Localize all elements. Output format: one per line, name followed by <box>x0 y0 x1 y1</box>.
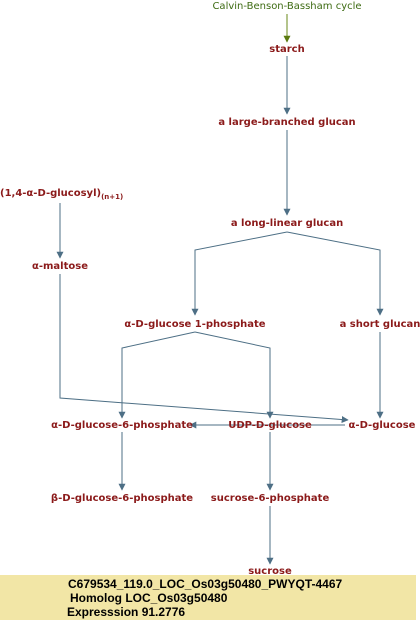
node-large-branched-glucan[interactable]: a large-branched glucan <box>218 117 356 128</box>
source-cycle-label[interactable]: Calvin-Benson-Bassham cycle <box>212 1 362 12</box>
edge-glucose-1p-to-glucose-6p <box>118 331 196 419</box>
node-glucose-1-phosphate[interactable]: α-D-glucose 1-phosphate <box>124 319 266 330</box>
gene-id-line: C679534_119.0_LOC_Os03g50480_PWYQT-4467 <box>68 577 343 591</box>
node-alpha-d-glucose[interactable]: α-D-glucose <box>348 420 416 431</box>
node-beta-glucose-6-phosphate[interactable]: β-D-glucose-6-phosphate <box>50 493 194 504</box>
homolog-line: Homolog LOC_Os03g50480 <box>70 591 228 605</box>
node-alpha-maltose[interactable]: α-maltose <box>31 261 89 272</box>
edge-maltose-to-d-glucose <box>59 274 349 424</box>
pathway-edges <box>56 14 384 565</box>
node-sucrose-6-phosphate[interactable]: sucrose-6-phosphate <box>210 493 330 504</box>
node-glucosyl-label: (1,4-α-D-glucosyl) <box>0 188 102 199</box>
gene-info-panel: C679534_119.0_LOC_Os03g50480_PWYQT-4467 … <box>0 575 416 620</box>
node-glucosyl[interactable]: (1,4-α-D-glucosyl)(n+1) <box>0 188 123 203</box>
node-sucrose[interactable]: sucrose <box>248 566 292 577</box>
node-udp-glucose[interactable]: UDP-D-glucose <box>228 420 312 431</box>
expression-line: Expresssion 91.2776 <box>67 605 186 619</box>
node-starch[interactable]: starch <box>269 44 305 55</box>
edge-long-glucan-to-short-glucan <box>286 231 384 316</box>
node-long-linear-glucan[interactable]: a long-linear glucan <box>230 218 344 229</box>
node-short-glucan[interactable]: a short glucan <box>339 319 420 330</box>
edge-glucose-1p-to-udp-glucose <box>194 331 274 419</box>
edge-long-glucan-to-glucose-1p <box>191 231 288 316</box>
node-glucosyl-subscript: (n+1) <box>101 193 124 201</box>
node-glucose-6-phosphate[interactable]: α-D-glucose-6-phosphate <box>51 420 193 431</box>
